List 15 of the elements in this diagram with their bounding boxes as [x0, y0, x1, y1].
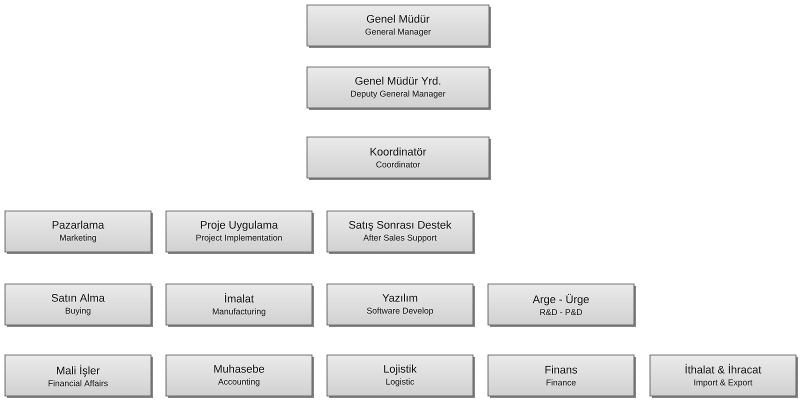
org-box: Arge - Ürge R&D - P&D — [488, 284, 636, 327]
org-box: Proje Uygulama Project Implementation — [166, 210, 314, 254]
org-box: Yazılım Software Develop — [326, 284, 475, 327]
org-box: Satın Alma Buying — [4, 284, 153, 327]
org-box: Lojistik Logistic — [326, 354, 475, 398]
org-box: İthalat & İhracat Import & Export — [650, 354, 798, 398]
org-box: Finans Finance — [488, 354, 636, 398]
org-box: Koordinatör Coordinator — [306, 136, 491, 180]
org-box: Genel Müdür General Manager — [306, 4, 491, 48]
org-box: İmalat Manufacturing — [166, 284, 314, 327]
org-box: Pazarlama Marketing — [4, 210, 153, 254]
org-box: Muhasebe Accounting — [166, 354, 314, 398]
org-box: Mali İşler Financial Affairs — [4, 354, 153, 398]
org-box: Satış Sonrası Destek After Sales Support — [326, 210, 475, 254]
org-box: Genel Müdür Yrd. Deputy General Manager — [306, 66, 491, 110]
